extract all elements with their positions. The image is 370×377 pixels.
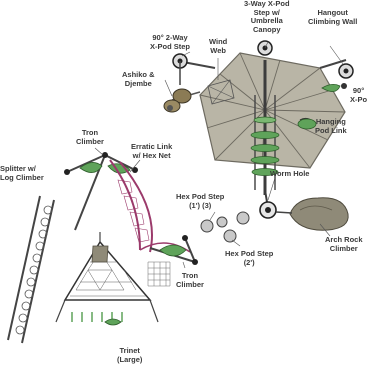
tron-climber-top bbox=[64, 152, 138, 230]
arch-rock-climber bbox=[276, 198, 348, 230]
hex-net-patch bbox=[148, 262, 170, 286]
label-arch-rock-climber: Arch Rock Climber bbox=[325, 236, 363, 253]
label-wind-web: Wind Web bbox=[209, 38, 227, 55]
label-hex-pod-step-2: Hex Pod Step (2') bbox=[225, 250, 273, 267]
worm-hole bbox=[260, 190, 276, 218]
hex-pod-steps-1ft bbox=[201, 212, 249, 242]
label-ninety-xpod-right: 90° X-Po bbox=[350, 87, 367, 104]
ashiko-djembe-drums bbox=[164, 89, 200, 112]
label-splitter-log-climber: Splitter w/ Log Climber bbox=[0, 165, 44, 182]
hangout-climbing-wall bbox=[320, 60, 353, 78]
label-hex-pod-step-1: Hex Pod Step (1') (3) bbox=[176, 193, 224, 210]
label-trinet-large: Trinet (Large) bbox=[117, 347, 142, 364]
label-erratic-link: Erratic Link w/ Hex Net bbox=[131, 143, 172, 160]
tron-climber-bottom bbox=[150, 235, 198, 265]
label-tron-climber-bottom: Tron Climber bbox=[176, 272, 204, 289]
label-ashiko-djembe: Ashiko & Djembe bbox=[122, 71, 155, 88]
label-hangout-climbing-wall: Hangout Climbing Wall bbox=[308, 9, 357, 26]
label-hanging-pod-link: Hanging Pod Link bbox=[315, 118, 347, 135]
label-tron-climber-top: Tron Climber bbox=[76, 129, 104, 146]
splitter-log-climber bbox=[8, 196, 54, 343]
label-worm-hole: Worm Hole bbox=[270, 170, 309, 179]
two-way-xpod-step bbox=[173, 54, 215, 85]
label-two-way-xpod-step: 90° 2-Way X-Pod Step bbox=[150, 34, 190, 51]
hanging-pod-link bbox=[298, 119, 316, 129]
label-three-way-step: 3-Way X-Pod Step w/ Umbrella Canopy bbox=[244, 0, 290, 34]
trinet-large bbox=[56, 232, 158, 325]
